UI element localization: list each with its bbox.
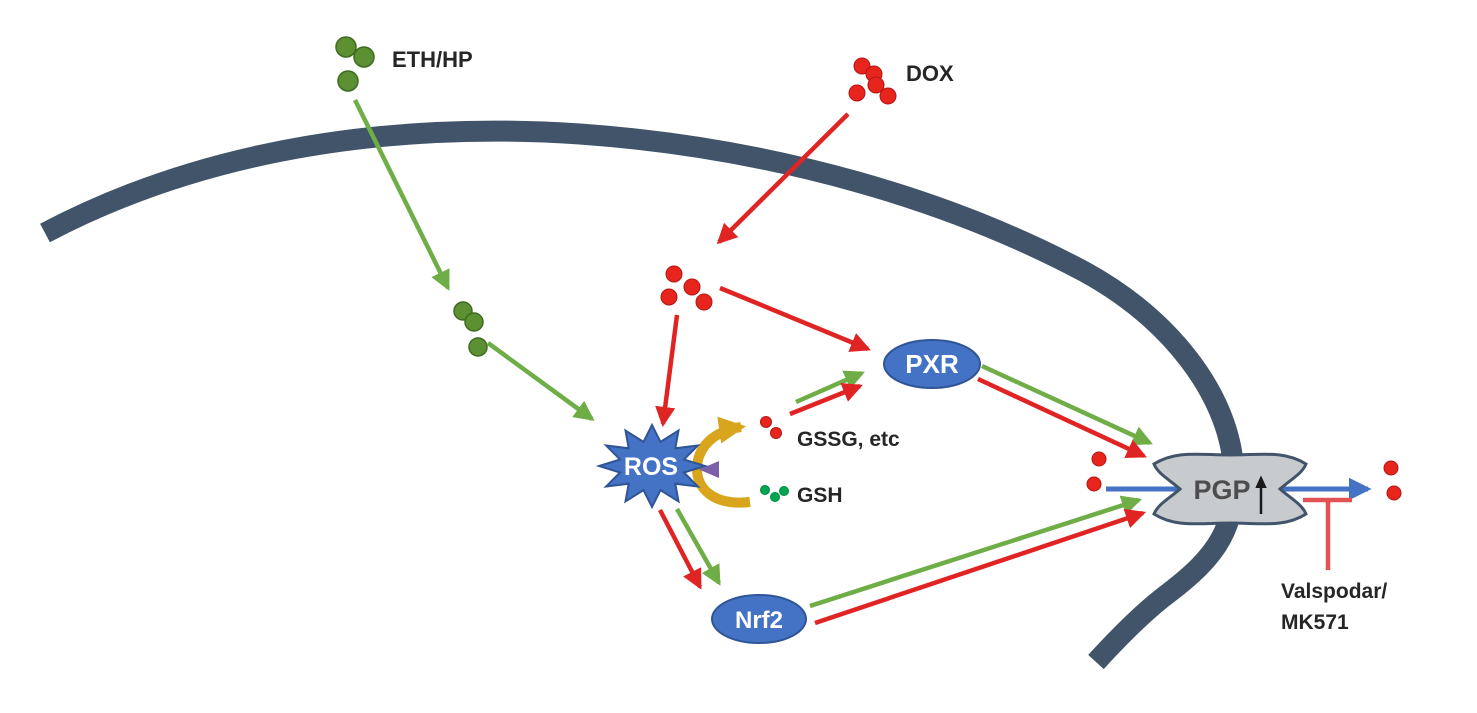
dox-molecule-dot	[853, 57, 871, 75]
dox-molecule-dot	[867, 76, 885, 94]
dox-molecule-dot	[683, 278, 701, 296]
ros-to-nrf2-green-arrow	[675, 507, 721, 586]
dox-internal-molecules	[660, 265, 713, 311]
dox-molecule-dot	[879, 87, 897, 105]
drug-molecule-dot	[1091, 451, 1107, 467]
gsh-molecule-dot	[760, 485, 770, 495]
inhibitor-tbar	[1303, 497, 1352, 570]
dox-to-pxr-arrow	[719, 285, 871, 352]
dox-molecule-dot	[660, 288, 678, 306]
gssg-molecule-dot	[760, 416, 772, 428]
pgp-transporter	[1152, 452, 1308, 526]
nrf2-node	[711, 594, 807, 644]
inhibitor-label-line1: Valspodar/	[1281, 580, 1387, 603]
eth-hp-molecule-dot	[353, 46, 375, 68]
gssg-molecules	[760, 416, 782, 439]
dox-molecule-dot	[665, 265, 683, 283]
dox-molecule-dot	[848, 84, 866, 102]
ros-to-nrf2-red-arrow	[658, 508, 702, 590]
ros-consumption-arrowhead-icon	[699, 461, 719, 478]
dox-molecules	[848, 57, 897, 105]
eth-hp-molecule-dot	[335, 36, 357, 58]
ros-starburst	[595, 422, 709, 510]
gssg-molecule-dot	[770, 427, 782, 439]
ros-to-pxr-red-arrow	[789, 382, 863, 417]
gsh-molecule-dot	[770, 492, 780, 502]
drug-molecules-near-pgp	[1086, 451, 1107, 492]
eth-hp-molecules	[335, 36, 375, 92]
gssg-label: GSSG, etc	[797, 428, 900, 451]
gsh-to-gssg-arrow	[691, 416, 751, 508]
inhibitor-label-line2: MK571	[1281, 611, 1349, 634]
gsh-label: GSH	[797, 484, 843, 507]
nrf2-to-pgp-red-arrow	[814, 508, 1146, 626]
eth-hp-molecule-dot	[464, 312, 484, 332]
ros-to-pxr-green-arrow	[795, 370, 865, 405]
gsh-molecule-dot	[779, 486, 789, 496]
eth-hp-internal-molecules	[453, 301, 488, 357]
pxr-label: PXR	[905, 349, 959, 379]
dox-entry-arrow	[716, 112, 850, 245]
cell-membrane	[40, 120, 1245, 670]
eth-hp-to-ros-arrow	[486, 341, 595, 421]
dox-label: DOX	[906, 61, 954, 86]
pxr-to-pgp-red-arrow	[977, 376, 1147, 459]
effluxed-drug-molecules	[1383, 460, 1402, 501]
eth-hp-label: ETH/HP	[392, 47, 473, 72]
eth-hp-molecule-dot	[337, 70, 359, 92]
eth-hp-molecule-dot	[468, 337, 488, 357]
drug-molecule-dot	[1386, 485, 1402, 501]
gsh-molecules	[760, 485, 789, 502]
pgp-label: PGP	[1193, 475, 1250, 505]
pxr-to-pgp-green-arrow	[981, 363, 1153, 446]
dox-to-ros-arrow	[655, 314, 680, 428]
dox-molecule-dot	[695, 293, 713, 311]
pxr-node	[883, 339, 981, 389]
eth-hp-entry-arrow	[352, 99, 451, 291]
drug-molecule-dot	[1383, 460, 1399, 476]
nrf2-label: Nrf2	[735, 607, 783, 634]
nrf2-to-pgp-green-arrow	[809, 495, 1142, 609]
ros-label: ROS	[624, 453, 678, 481]
drug-molecule-dot	[1086, 476, 1102, 492]
